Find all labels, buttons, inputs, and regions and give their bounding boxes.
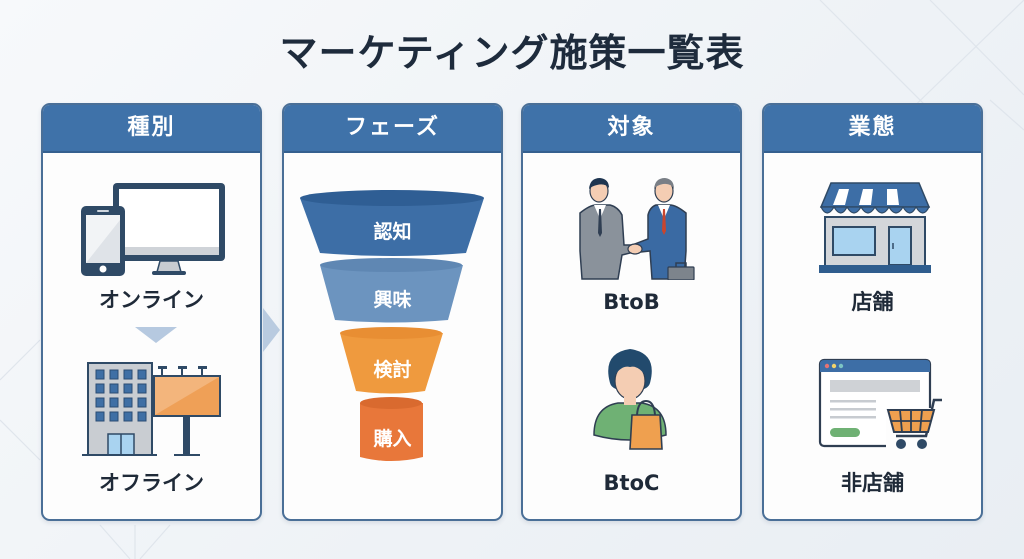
- storefront-icon: [819, 182, 931, 273]
- down-arrow-icon: [135, 327, 177, 343]
- card-type: 種別 オンライン: [41, 103, 262, 521]
- funnel-stage-purchase: 購入: [373, 428, 412, 450]
- building-billboard-icon: [82, 362, 221, 456]
- label-store: 店舗: [851, 290, 894, 314]
- devices-icon: [81, 183, 225, 276]
- label-btob: BtoB: [603, 290, 660, 314]
- handshake-icon: [579, 178, 695, 280]
- card-phase: フェーズ 認知 興味 検討 購入: [282, 103, 503, 521]
- card-header-business-type: 業態: [764, 105, 981, 153]
- label-online: オンライン: [99, 288, 204, 312]
- card-header-type: 種別: [43, 105, 260, 153]
- page-title: マーケティング施策一覧表: [279, 31, 745, 75]
- card-header-phase: フェーズ: [284, 105, 501, 153]
- label-btoc: BtoC: [603, 471, 660, 495]
- ecommerce-cart-icon: [818, 358, 942, 449]
- funnel-stage-consideration: 検討: [373, 359, 412, 381]
- label-offline: オフライン: [99, 471, 204, 495]
- shopper-icon: [593, 349, 667, 450]
- card-business-type: 業態 店舗: [762, 103, 983, 521]
- card-header-target: 対象: [523, 105, 740, 153]
- label-non-store: 非店舗: [841, 471, 904, 495]
- funnel-stage-interest: 興味: [373, 289, 412, 311]
- funnel-stage-awareness: 認知: [373, 221, 412, 243]
- marketing-funnel: [300, 190, 484, 461]
- card-target: 対象 BtoB BtoC: [521, 103, 742, 521]
- flow-arrow-icon: [263, 308, 280, 352]
